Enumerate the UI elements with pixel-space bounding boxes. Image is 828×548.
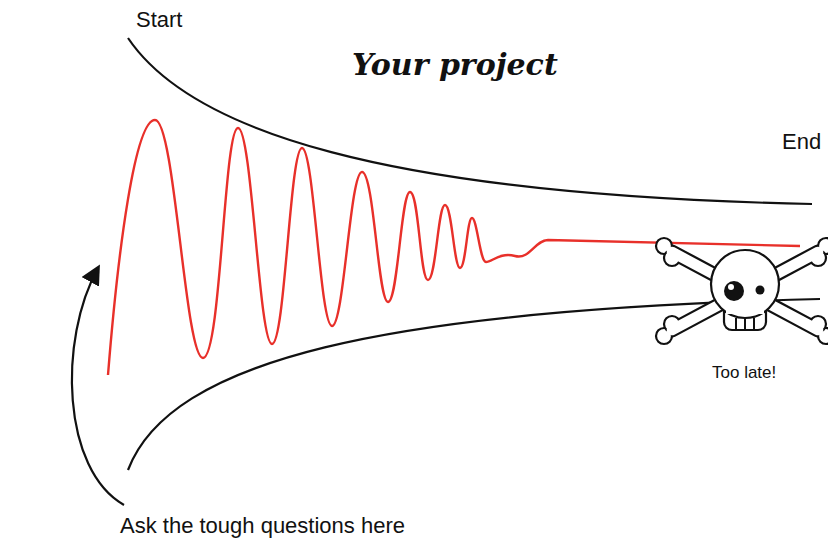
- skull-crossbones: [656, 238, 828, 344]
- funnel-top-curve: [128, 38, 812, 204]
- pointer-arrow: [72, 268, 124, 505]
- funnel-bottom-curve: [128, 299, 820, 470]
- text-label: Start: [136, 8, 182, 32]
- text-label: Too late!: [712, 364, 776, 383]
- text-label: Your project: [352, 48, 558, 81]
- project-wave: [108, 120, 800, 375]
- text-label: Ask the tough questions here: [120, 514, 405, 538]
- text-label: End: [782, 130, 821, 154]
